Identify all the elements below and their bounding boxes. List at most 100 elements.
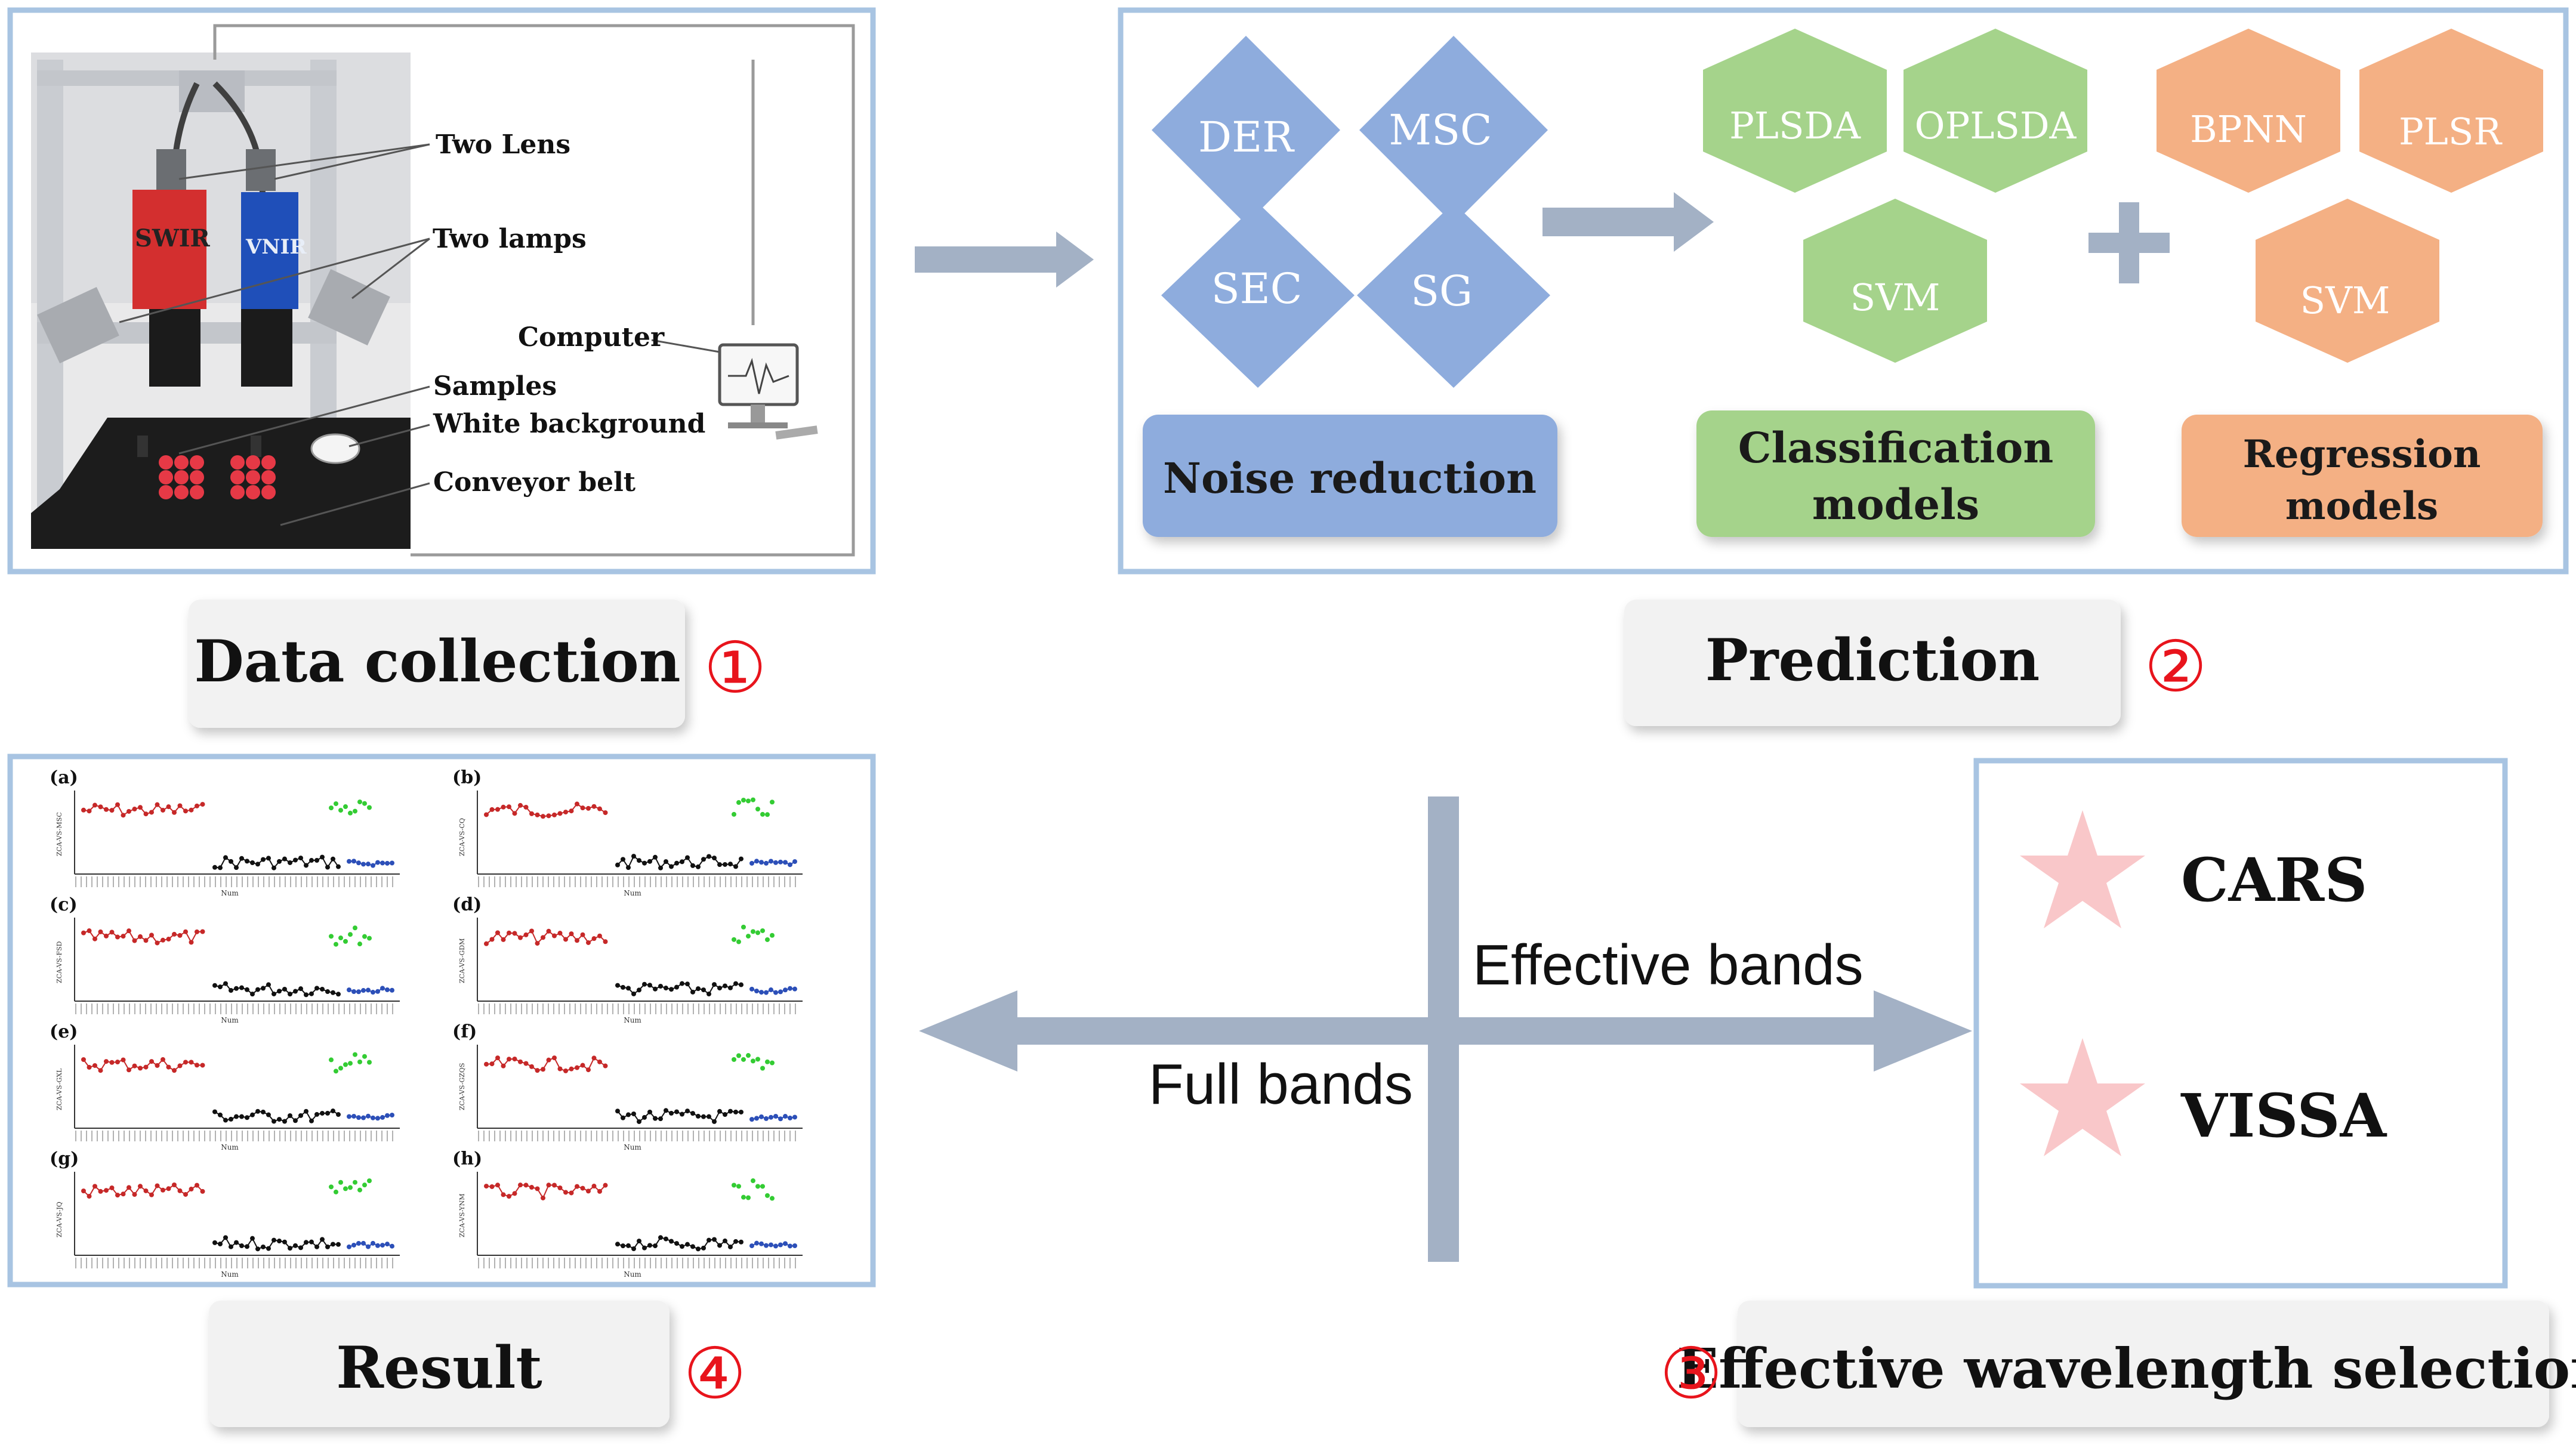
swir-label: SWIR xyxy=(135,224,211,252)
mini-charts: (a)ZCA-VS-MSCNum(b)ZCA-VS-CQNum(c)ZCA-VS… xyxy=(50,767,803,1279)
hex-svm-class xyxy=(1803,199,1987,363)
diamond-sec xyxy=(1161,203,1355,388)
method-der: DER xyxy=(1198,113,1295,162)
model-svm-regress: SVM xyxy=(2300,279,2390,322)
full-bands-label: Full bands xyxy=(1149,1052,1413,1116)
band-selection-cross xyxy=(919,796,1972,1262)
mini-chart-ylabel: ZCA-VS-YNM xyxy=(458,1194,466,1237)
hex-svm-regress xyxy=(2256,199,2439,363)
mini-chart: (b) ZCA-VS-CQ Num xyxy=(452,767,803,897)
mini-chart-ylabel: ZCA-VS-JQ xyxy=(55,1202,63,1237)
model-oplsda: OPLSDA xyxy=(1915,104,2077,147)
step-number-3: ③ xyxy=(1659,1335,1723,1413)
classification-group xyxy=(1696,29,2095,537)
noise-reduction-box xyxy=(1143,415,1557,537)
wavelength-title: Effective wavelength selection xyxy=(1677,1336,2576,1401)
mini-chart-tag: (e) xyxy=(50,1021,78,1042)
setup-photo xyxy=(31,53,411,549)
mini-chart-ylabel: ZCA-VS-CQ xyxy=(458,818,466,856)
result-title: Result xyxy=(336,1334,542,1401)
vnir-camera xyxy=(241,192,298,309)
computer-icon xyxy=(718,343,818,440)
wavelength-label-box xyxy=(1738,1301,2549,1427)
annotation-two-lens: Two Lens xyxy=(436,129,570,160)
mini-chart-ylabel: ZCA-VS-FSD xyxy=(55,941,63,983)
method-vissa: VISSA xyxy=(2180,1080,2387,1151)
mini-chart-xlabel: Num xyxy=(624,1016,641,1024)
step-number-2: ② xyxy=(2144,628,2207,706)
noise-reduction-group xyxy=(1143,36,1557,537)
model-bpnn: BPNN xyxy=(2190,107,2307,151)
step-number-1: ① xyxy=(704,629,767,708)
model-plsda: PLSDA xyxy=(1729,104,1861,147)
mini-chart-ylabel: ZCA-VS-GDM xyxy=(458,938,466,983)
mini-chart-tag: (b) xyxy=(452,767,482,788)
annotation-white-background: White background xyxy=(433,409,705,439)
diamond-msc xyxy=(1359,36,1548,224)
annotation-samples: Samples xyxy=(433,371,557,402)
arrow-full-bands xyxy=(919,990,1428,1072)
vnir-label: VNIR xyxy=(245,235,307,259)
classification-label: Classification xyxy=(1738,423,2053,473)
panel-frame xyxy=(7,754,876,1288)
method-cars: CARS xyxy=(2181,845,2368,915)
regression-label-line2: models xyxy=(2285,484,2438,529)
leader-lines xyxy=(119,143,720,526)
data-collection-label-box xyxy=(189,600,685,728)
result-label-box xyxy=(209,1301,670,1427)
mini-chart: (g) ZCA-VS-JQ Num xyxy=(50,1148,400,1279)
prediction-panel xyxy=(1118,7,2569,575)
hex-bpnn xyxy=(2157,29,2340,193)
left-lamp xyxy=(37,286,119,364)
arrow-to-models xyxy=(1542,192,1714,252)
annotation-computer: Computer xyxy=(518,322,665,353)
mini-chart-tag: (c) xyxy=(50,894,78,915)
hex-plsda xyxy=(1703,29,1887,193)
star-icon xyxy=(2020,1038,2145,1156)
regression-group xyxy=(2157,29,2543,537)
mini-chart-xlabel: Num xyxy=(221,1016,239,1024)
arrow-effective-bands xyxy=(1459,990,1972,1072)
annotation-conveyor-belt: Conveyor belt xyxy=(433,467,636,498)
mini-chart-xlabel: Num xyxy=(624,1270,641,1279)
regression-label: Regression xyxy=(2243,432,2481,477)
model-plsr: PLSR xyxy=(2399,110,2503,153)
mini-chart-xlabel: Num xyxy=(221,889,239,897)
model-svm-class: SVM xyxy=(1850,276,1941,319)
noise-reduction-label: Noise reduction xyxy=(1163,453,1537,503)
prediction-label-box xyxy=(1624,600,2121,726)
hex-oplsda xyxy=(1904,29,2087,193)
right-lamp xyxy=(308,268,390,346)
diamond-sg xyxy=(1357,203,1550,388)
classification-label-line2: models xyxy=(1812,480,1979,529)
method-sec: SEC xyxy=(1211,264,1303,313)
arrow-to-prediction xyxy=(915,231,1094,288)
result-panel: (a)ZCA-VS-MSCNum(b)ZCA-VS-CQNum(c)ZCA-VS… xyxy=(7,754,876,1288)
annotation-two-lamps: Two lamps xyxy=(433,224,587,254)
white-background xyxy=(310,433,360,464)
mini-chart-tag: (g) xyxy=(50,1148,79,1169)
data-collection-title: Data collection xyxy=(194,628,680,695)
samples xyxy=(159,455,276,499)
step-labels xyxy=(189,600,2549,1427)
swir-camera xyxy=(132,190,206,309)
method-msc: MSC xyxy=(1389,106,1492,155)
mini-chart-xlabel: Num xyxy=(221,1143,239,1151)
effective-bands-label: Effective bands xyxy=(1473,933,1864,997)
mini-chart-ylabel: ZCA-VS-GZQS xyxy=(458,1063,466,1110)
step-number-4: ④ xyxy=(683,1335,746,1413)
mini-chart-tag: (h) xyxy=(452,1148,482,1169)
mini-chart-xlabel: Num xyxy=(221,1270,239,1279)
diamond-der xyxy=(1152,36,1340,224)
mini-chart-xlabel: Num xyxy=(624,889,641,897)
mini-chart-ylabel: ZCA-VS-GXL xyxy=(55,1068,63,1110)
data-collection-panel xyxy=(7,7,876,575)
mini-chart-ylabel: ZCA-VS-MSC xyxy=(55,812,63,856)
mini-chart: (h) ZCA-VS-YNM Num xyxy=(452,1148,803,1279)
panel-frame xyxy=(1973,758,2508,1289)
star-icon xyxy=(2020,810,2145,928)
classification-box xyxy=(1696,410,2095,537)
